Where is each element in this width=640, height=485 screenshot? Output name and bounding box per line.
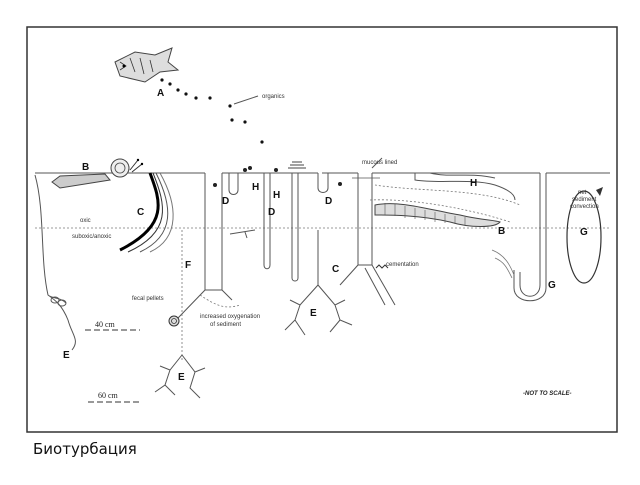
worm-b-icon	[374, 203, 501, 227]
organics-leader-line	[233, 95, 259, 105]
burrow-d-2	[263, 173, 271, 270]
label-f: F	[185, 260, 191, 271]
annotation-mucous-lined: mucous lined	[362, 160, 397, 166]
slide-caption: Биотурбация	[33, 440, 137, 458]
label-h-2: H	[273, 190, 280, 201]
worm-b-halo	[369, 199, 511, 223]
burrow-h-halo	[374, 184, 521, 206]
figure-frame	[26, 26, 618, 433]
fish-icon	[114, 47, 180, 83]
mound-icon	[288, 161, 306, 169]
burrow-d-1	[228, 173, 239, 195]
burrow-d-4	[317, 173, 329, 193]
oxygenation-halo	[199, 294, 241, 308]
burrow-worm-small	[229, 229, 256, 239]
convection-arrow-icon	[596, 187, 603, 196]
label-h-right: H	[470, 178, 477, 189]
burrow-e-branch-lower	[154, 354, 206, 399]
mucous-leader-line	[371, 157, 383, 169]
label-d-1: D	[222, 196, 229, 207]
organic-particles	[160, 78, 264, 144]
burrow-c-y	[339, 173, 396, 306]
annotation-convection: convection	[570, 204, 599, 210]
label-g-loop: G	[580, 227, 588, 238]
label-e-center: E	[310, 308, 317, 319]
burrow-f	[177, 173, 233, 319]
burrow-h-right	[414, 172, 516, 201]
label-b-worm: B	[498, 226, 505, 237]
annotation-oxygenation-2: of sediment	[210, 322, 241, 328]
convection-loop	[566, 190, 602, 284]
scale-label-60: 60 cm	[98, 391, 119, 400]
burrow-e-branch-center	[284, 230, 353, 336]
label-e-lower: E	[178, 372, 185, 383]
annotation-cementation: cementation	[386, 262, 419, 268]
burrow-e-left-chambers	[50, 296, 67, 307]
cementation-mark	[375, 264, 389, 269]
surface-organisms	[213, 166, 342, 187]
label-h-1: H	[252, 182, 259, 193]
annotation-net: net	[578, 190, 587, 196]
fecal-pellets-icon	[168, 315, 180, 327]
burrow-g	[513, 173, 547, 302]
label-d-3: D	[325, 196, 332, 207]
annotation-oxic: oxic	[80, 218, 91, 224]
label-a: A	[157, 88, 164, 99]
annotation-suboxic: suboxic/anoxic	[72, 234, 111, 240]
scale-label-40: 40 cm	[95, 320, 116, 329]
label-b-snail: B	[82, 162, 89, 173]
annotation-sediment: sediment	[572, 197, 597, 203]
not-to-scale-note: -NOT TO SCALE-	[523, 391, 572, 397]
label-d-2: D	[268, 207, 275, 218]
annotation-oxygenation-1: increased oxygenation	[200, 314, 260, 320]
label-g-burrow: G	[548, 280, 556, 291]
snail-icon	[51, 158, 144, 189]
label-c-sweep: C	[137, 207, 144, 218]
annotation-organics: organics	[262, 94, 285, 100]
burrow-d-3	[291, 173, 299, 282]
label-e-left: E	[63, 350, 70, 361]
burrow-e-left	[34, 174, 76, 351]
burrow-g-tailings	[491, 249, 515, 279]
label-c-y: C	[332, 264, 339, 275]
burrow-c-sweep	[119, 172, 174, 253]
annotation-fecal-pellets: fecal pellets	[132, 296, 164, 302]
